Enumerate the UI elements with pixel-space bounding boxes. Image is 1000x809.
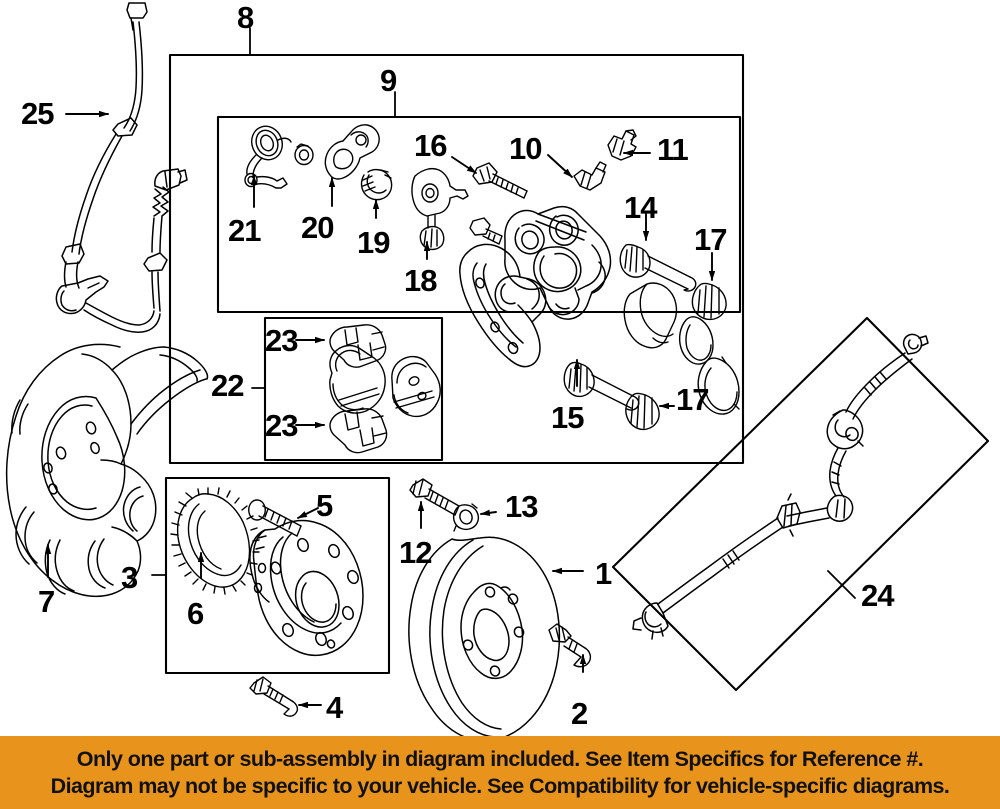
disclaimer-line-1: Only one part or sub-assembly in diagram… [76,747,924,772]
bleeder-cap-part [607,129,637,161]
brake-pad-left-part [329,344,386,414]
hub-mounting-bolt-part [249,676,299,717]
callout-number-10: 10 [509,131,542,166]
brake-pad-right-part [391,355,441,418]
callout-number-1: 1 [595,556,612,591]
small-washer-part [294,143,314,166]
rotor-screw-part [409,478,460,516]
callout-number-2: 2 [571,696,588,731]
callout-number-23-upper: 23 [265,323,298,358]
disclaimer-banner: Only one part or sub-assembly in diagram… [0,736,1000,809]
arrow-16 [451,156,477,174]
abs-tone-ring-part [170,487,260,595]
caliper-bracket-bolt-part [472,162,528,199]
box-24-hose [611,316,990,692]
parking-brake-cable-bracket-part [411,167,469,251]
guide-pin-bushing-boot-lower-part [625,392,660,431]
callout-number-4: 4 [326,690,343,725]
pad-shim-clip-lower-part [329,408,388,454]
callout-number-19: 19 [357,225,390,260]
arrow-5 [297,507,319,519]
callout-number-24: 24 [861,578,894,613]
arrow-10 [547,154,573,178]
piston-dust-boot-ring-part [697,356,740,415]
rotor-retaining-screw-part [548,623,592,668]
brake-backing-splash-shield-part [5,343,209,598]
callout-number-25: 25 [21,96,54,131]
caliper-mounting-bracket-part [459,243,547,368]
box-9-hardware-group [216,115,742,314]
leader-24 [827,570,856,599]
callout-number-22: 22 [211,368,244,403]
brake-caliper-body-part [504,205,612,320]
callout-number-16: 16 [414,128,447,163]
lever-bracket-part [324,124,380,180]
box-8-caliper-group [168,53,745,465]
box-3-hub-assembly [164,476,391,675]
caliper-guide-pin-upper-part [619,243,697,292]
caliper-guide-pin-lower-part [563,361,640,411]
wheel-stud-part [248,499,302,537]
abs-wheel-speed-sensor-part [55,2,188,333]
callout-number-3: 3 [121,560,138,595]
piston-seal-ring-part [678,316,714,365]
callout-number-18: 18 [404,263,437,298]
callout-number-15: 15 [551,400,584,435]
callout-number-9: 9 [380,63,397,98]
caliper-bracket-bolt-second-part [469,217,503,245]
callout-number-23-lower: 23 [265,408,298,443]
guide-pin-bushing-boot-upper-part [691,282,727,321]
box-22-pad-kit [263,316,444,462]
callout-number-17-upper: 17 [694,222,727,257]
spring-washer-nut-part [360,168,393,201]
brake-hydraulic-hose-part [632,333,929,640]
arrow-13 [480,509,497,516]
brake-rotor-disc-part [408,536,561,742]
callout-number-20: 20 [301,210,334,245]
callout-number-13: 13 [505,489,538,524]
washer-seal-ring-part [452,503,480,532]
callout-number-8: 8 [237,0,254,35]
callout-number-12: 12 [399,535,432,570]
disclaimer-line-2: Diagram may not be specific to your vehi… [50,773,950,798]
parking-brake-lever-spring-part [244,125,292,189]
callout-number-17-lower: 17 [676,382,709,417]
callout-number-5: 5 [316,488,333,523]
callout-number-6: 6 [187,596,204,631]
caliper-piston-part [623,282,678,349]
callout-number-21: 21 [228,213,261,248]
hub-and-bearing-assembly-part [249,519,364,657]
callout-number-14: 14 [624,190,657,225]
callout-number-11: 11 [657,132,689,167]
bleeder-screw-valve-part [573,161,607,191]
callout-number-7: 7 [38,584,55,619]
